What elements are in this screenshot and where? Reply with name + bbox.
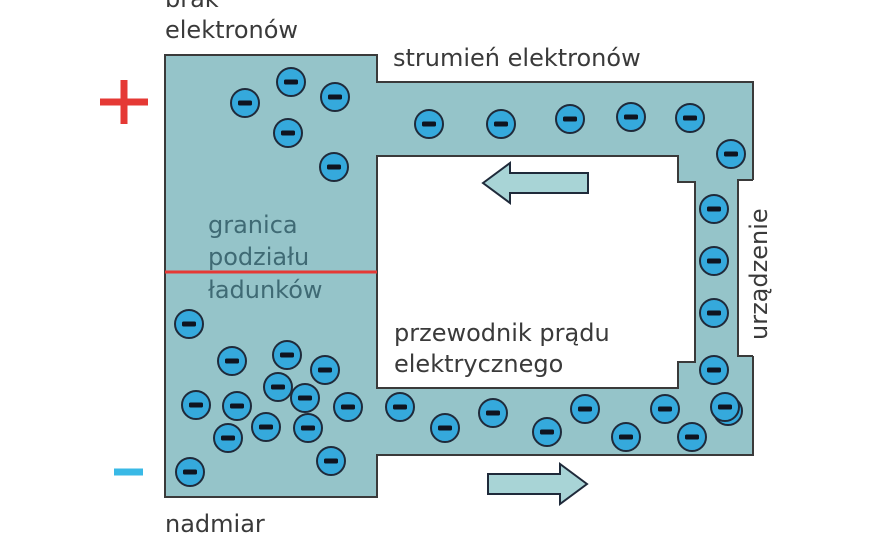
label-electron-stream: strumień elektronów	[393, 44, 641, 72]
electron-minus-mark	[221, 435, 235, 441]
electron	[478, 398, 508, 428]
electron	[486, 109, 516, 139]
device-gap	[738, 180, 760, 356]
electron	[263, 372, 293, 402]
electron-minus-mark	[707, 206, 721, 212]
electron-minus-mark	[707, 367, 721, 373]
electron-minus-mark	[707, 310, 721, 316]
electron	[414, 109, 444, 139]
electron-minus-mark	[225, 358, 239, 364]
electron-minus-mark	[298, 395, 312, 401]
electron-minus-mark	[318, 367, 332, 373]
label-lack-of-electrons: elektronów	[165, 16, 298, 44]
electron	[710, 392, 740, 422]
electron	[217, 346, 247, 376]
electron	[273, 118, 303, 148]
label-boundary-line1: granica	[208, 211, 298, 239]
electron-minus-mark	[281, 130, 295, 136]
electron-minus-mark	[183, 469, 197, 475]
electron-minus-mark	[328, 94, 342, 100]
electron-minus-mark	[540, 429, 554, 435]
electron-minus-mark	[658, 406, 672, 412]
electron-minus-mark	[685, 434, 699, 440]
electron	[675, 103, 705, 133]
electron	[699, 298, 729, 328]
electron	[213, 423, 243, 453]
electron-minus-mark	[422, 121, 436, 127]
electron-minus-mark	[189, 402, 203, 408]
electron-minus-mark	[230, 403, 244, 409]
electron	[310, 355, 340, 385]
plus-sign	[100, 80, 148, 124]
electron	[716, 139, 746, 169]
electron-minus-mark	[271, 384, 285, 390]
label-conductor-line2: elektrycznego	[394, 350, 563, 378]
electron-minus-mark	[619, 434, 633, 440]
electron	[333, 392, 363, 422]
electron-minus-mark	[284, 79, 298, 85]
electron	[699, 355, 729, 385]
electron-minus-mark	[182, 321, 196, 327]
electron-minus-mark	[683, 115, 697, 121]
label-boundary-line3: ładunków	[208, 276, 323, 304]
electron	[611, 422, 641, 452]
electron	[230, 88, 260, 118]
electron-minus-mark	[324, 458, 338, 464]
electron	[650, 394, 680, 424]
device-gap-outline	[737, 179, 753, 357]
electron-minus-mark	[341, 404, 355, 410]
label-top-partial: brak	[165, 0, 219, 13]
electron-minus-mark	[724, 151, 738, 157]
electron-minus-mark	[563, 116, 577, 122]
electron	[181, 390, 211, 420]
label-conductor-line1: przewodnik prądu	[394, 319, 610, 347]
electron-minus-mark	[707, 258, 721, 264]
label-boundary-line2: podziału	[208, 243, 309, 271]
electron	[699, 246, 729, 276]
label-device: urządzenie	[745, 208, 773, 340]
electron-minus-mark	[301, 425, 315, 431]
electron-minus-mark	[393, 404, 407, 410]
electron-minus-mark	[486, 410, 500, 416]
electron	[570, 394, 600, 424]
electron	[616, 102, 646, 132]
electron	[290, 383, 320, 413]
electron	[385, 392, 415, 422]
electron	[175, 457, 205, 487]
electron-minus-mark	[280, 352, 294, 358]
electron	[320, 82, 350, 112]
electron	[319, 152, 349, 182]
electron	[677, 422, 707, 452]
label-excess: nadmiar	[165, 510, 265, 538]
electron	[532, 417, 562, 447]
electron	[276, 67, 306, 97]
electron	[699, 194, 729, 224]
electron	[251, 412, 281, 442]
electrons-group	[174, 67, 746, 487]
inner-window	[376, 155, 696, 389]
electron	[174, 309, 204, 339]
current-arrow-left	[481, 161, 589, 205]
electron-minus-mark	[327, 164, 341, 170]
electron-minus-mark	[718, 404, 732, 410]
electron	[430, 413, 460, 443]
current-arrow-right	[487, 462, 589, 506]
electron-minus-mark	[578, 406, 592, 412]
electron-minus-mark	[624, 114, 638, 120]
electron-minus-mark	[494, 121, 508, 127]
electron	[555, 104, 585, 134]
electron-minus-mark	[438, 425, 452, 431]
electron-minus-mark	[259, 424, 273, 430]
electron	[293, 413, 323, 443]
electron-minus-mark	[238, 100, 252, 106]
electron	[222, 391, 252, 421]
electron	[316, 446, 346, 476]
electron	[272, 340, 302, 370]
